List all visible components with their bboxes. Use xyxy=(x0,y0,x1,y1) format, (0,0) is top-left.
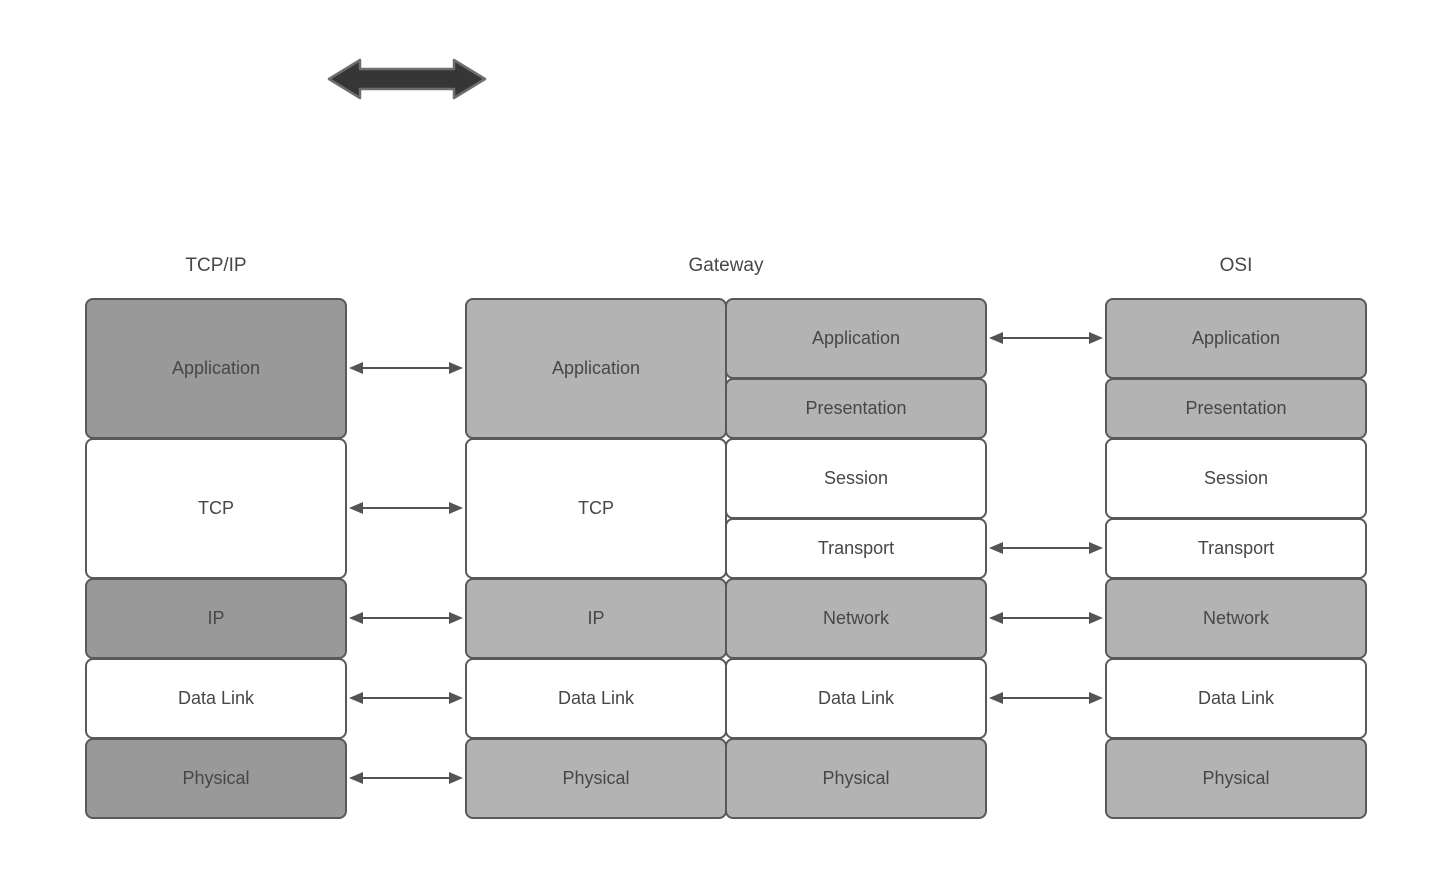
layer-label: Transport xyxy=(1197,538,1275,558)
layer-label: IP xyxy=(207,608,225,628)
gateway-tcpip-layer-tcp: TCP xyxy=(465,438,727,579)
layer-label: Network xyxy=(1202,608,1269,628)
layer-label: Data Link xyxy=(1197,688,1275,708)
gateway-tcpip-layer-ip: IP xyxy=(465,578,727,659)
tcpip-layer-ip: IP xyxy=(85,578,347,659)
layer-label: Network xyxy=(822,608,889,628)
osi-stack: Application Presentation Session Transpo… xyxy=(1105,298,1367,820)
bidirectional-arrow-tcp xyxy=(349,502,463,514)
layer-label: Data Link xyxy=(177,688,255,708)
gateway-tcpip-layer-physical: Physical xyxy=(465,738,727,819)
gateway-column-title: Gateway xyxy=(688,255,764,276)
tcpip-column-title: TCP/IP xyxy=(185,255,247,276)
bidirectional-arrow-physical xyxy=(349,772,463,784)
layer-label: Physical xyxy=(1202,768,1270,788)
layer-label: Physical xyxy=(822,768,890,788)
osi-layer-physical: Physical xyxy=(1105,738,1367,819)
gateway-osi-stack: Application Presentation Session Transpo… xyxy=(725,298,987,820)
tcpip-layer-tcp: TCP xyxy=(85,438,347,579)
double-headed-arrow-icon xyxy=(327,58,487,100)
bidirectional-arrow-data-link-right xyxy=(989,692,1103,704)
layer-label: Application xyxy=(551,358,641,378)
tcpip-layer-application: Application xyxy=(85,298,347,439)
layer-label: TCP xyxy=(578,498,614,518)
bidirectional-arrow-transport xyxy=(989,542,1103,554)
gateway-tcpip-layer-data-link: Data Link xyxy=(465,658,727,739)
gateway-osi-layer-network: Network xyxy=(725,578,987,659)
bidirectional-arrow-ip xyxy=(349,612,463,624)
osi-layer-session: Session xyxy=(1105,438,1367,519)
gateway-osi-layer-data-link: Data Link xyxy=(725,658,987,739)
bidirectional-arrow-data-link-left xyxy=(349,692,463,704)
osi-layer-data-link: Data Link xyxy=(1105,658,1367,739)
gateway-osi-layer-transport: Transport xyxy=(725,518,987,579)
gateway-osi-layer-session: Session xyxy=(725,438,987,519)
osi-column-title: OSI xyxy=(1219,255,1253,276)
osi-layer-network: Network xyxy=(1105,578,1367,659)
layer-label: Application xyxy=(171,358,261,378)
bidirectional-arrow-application-right xyxy=(989,332,1103,344)
layer-label: Physical xyxy=(182,768,250,788)
gateway-osi-layer-presentation: Presentation xyxy=(725,378,987,439)
layer-label: Data Link xyxy=(817,688,895,708)
layer-label: Session xyxy=(1203,468,1269,488)
layer-label: IP xyxy=(587,608,605,628)
layer-label: Application xyxy=(1191,328,1281,348)
tcpip-stack: Application TCP IP Data Link Physical xyxy=(85,298,347,820)
bidirectional-arrow-network xyxy=(989,612,1103,624)
layer-label: Session xyxy=(823,468,889,488)
layer-label: Physical xyxy=(562,768,630,788)
tcpip-layer-physical: Physical xyxy=(85,738,347,819)
layer-label: Data Link xyxy=(557,688,635,708)
layer-label: Transport xyxy=(817,538,895,558)
osi-layer-transport: Transport xyxy=(1105,518,1367,579)
gateway-osi-layer-application: Application xyxy=(725,298,987,379)
gateway-tcpip-layer-application: Application xyxy=(465,298,727,439)
layer-label: Application xyxy=(811,328,901,348)
gateway-tcpip-stack: Application TCP IP Data Link Physical xyxy=(465,298,727,820)
tcpip-layer-data-link: Data Link xyxy=(85,658,347,739)
osi-layer-application: Application xyxy=(1105,298,1367,379)
osi-layer-presentation: Presentation xyxy=(1105,378,1367,439)
bidirectional-arrow-application-left xyxy=(349,362,463,374)
layer-label: TCP xyxy=(198,498,234,518)
layer-label: Presentation xyxy=(1185,398,1287,418)
layer-label: Presentation xyxy=(805,398,907,418)
gateway-osi-layer-physical: Physical xyxy=(725,738,987,819)
